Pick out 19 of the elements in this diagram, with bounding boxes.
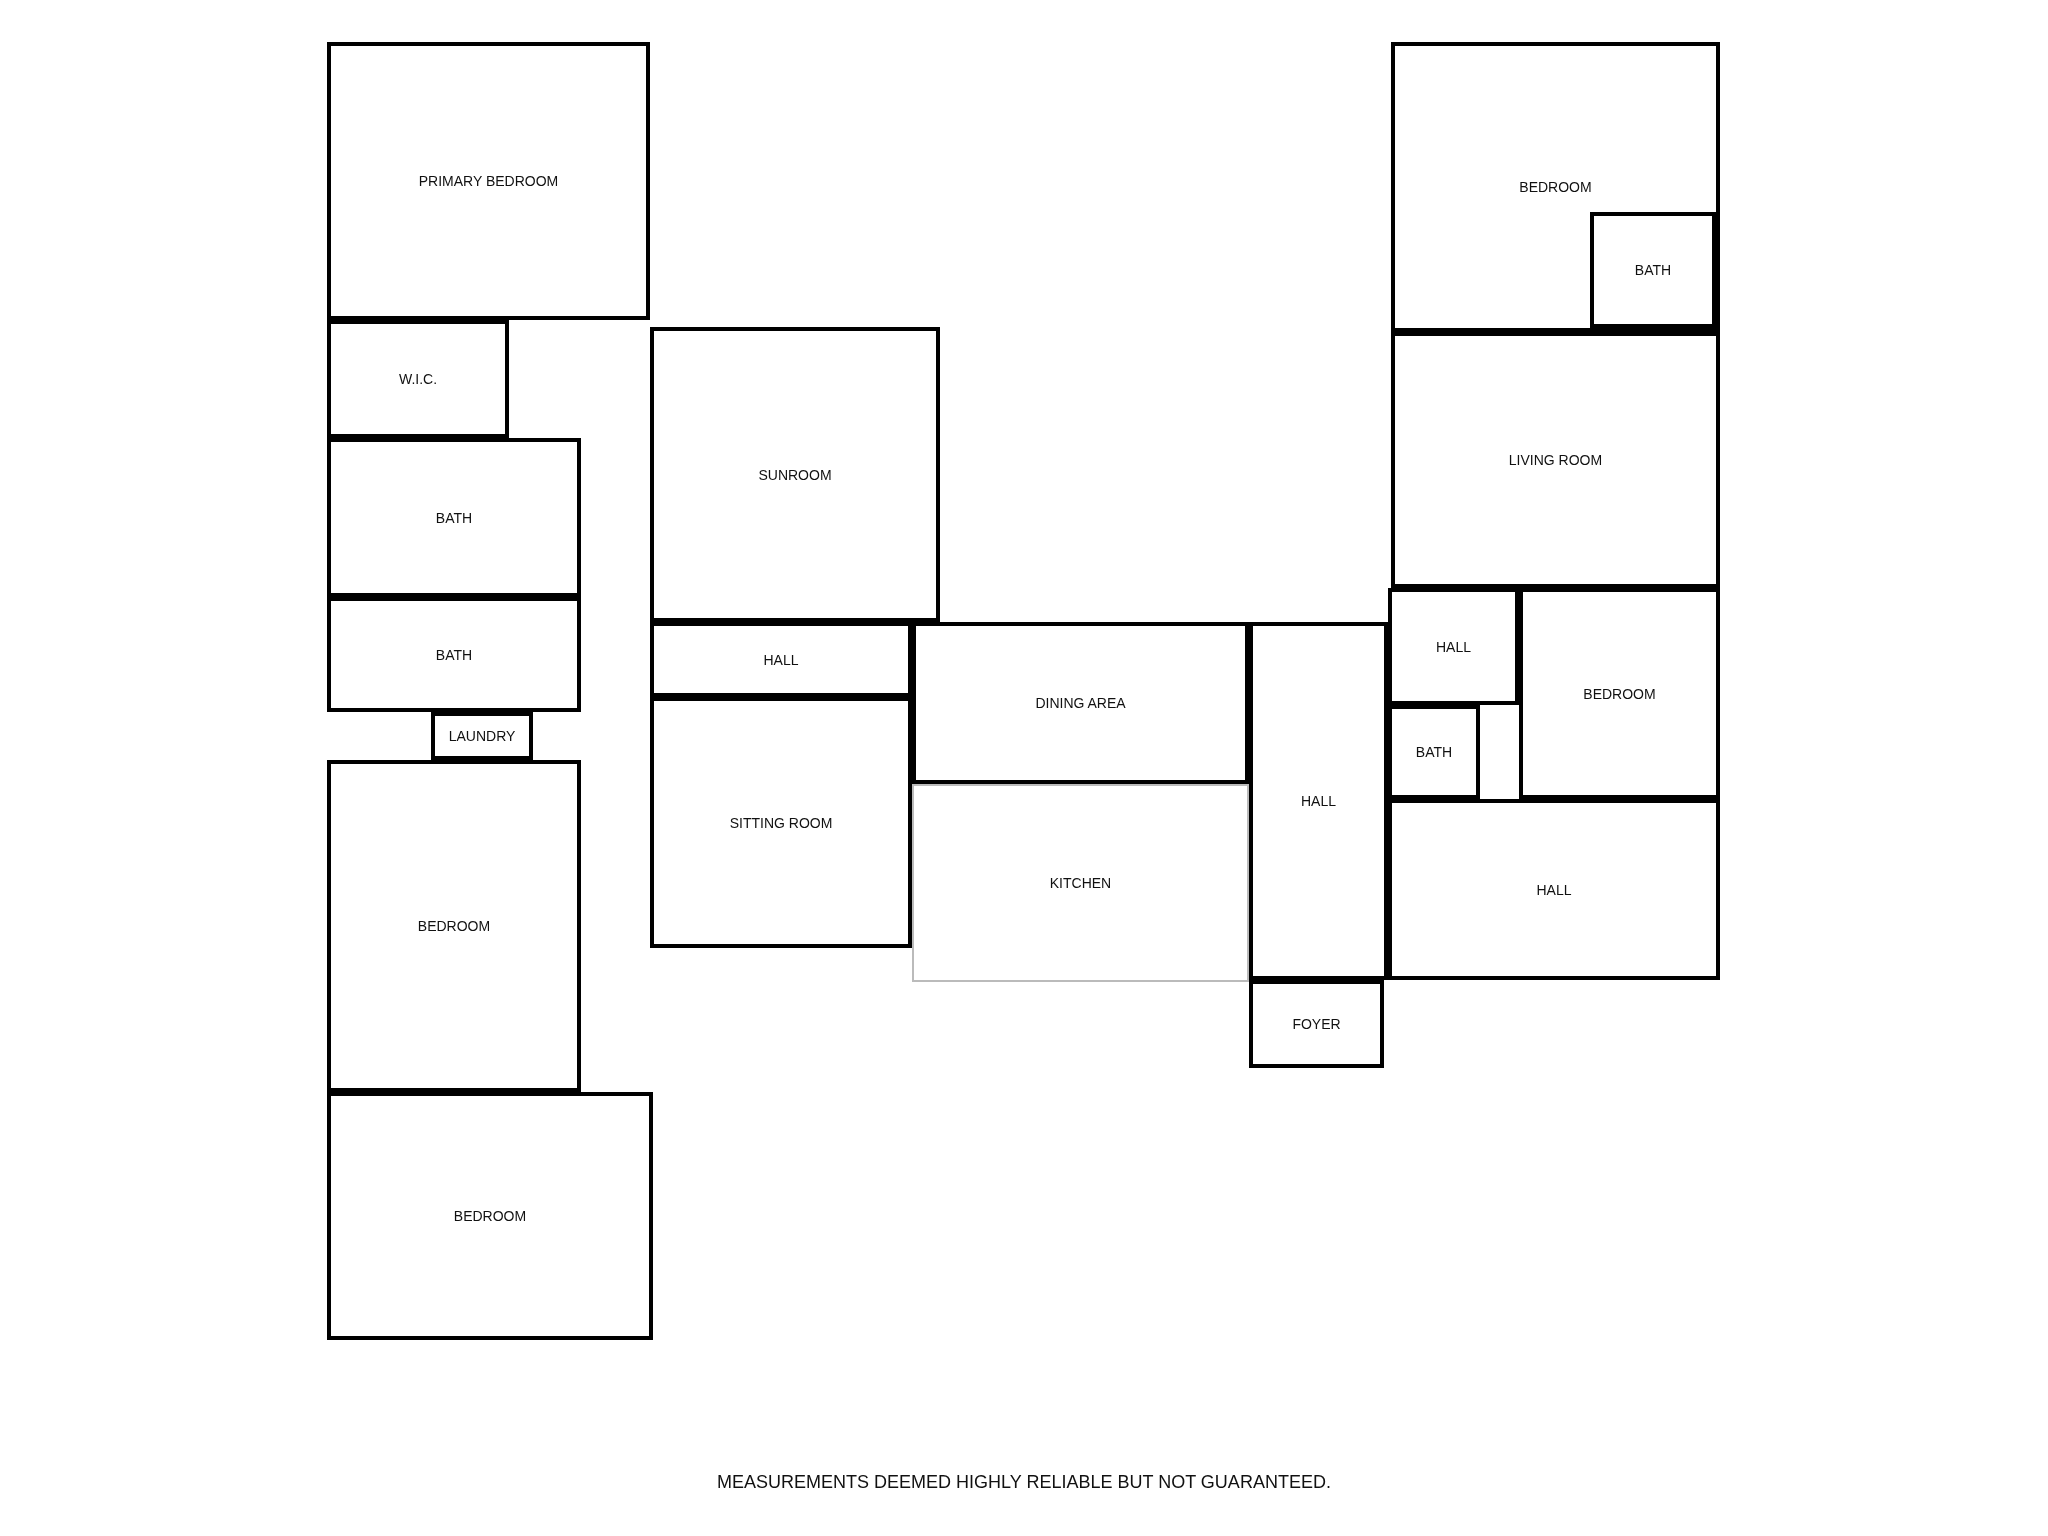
room-outline [327,760,581,1092]
room-label: FOYER [1290,1016,1343,1032]
room-outline [912,784,1249,982]
room-label: BEDROOM [1517,179,1594,195]
room-label: LAUNDRY [446,728,518,744]
room-outline [1249,980,1384,1068]
room-outline [650,697,912,948]
room-outline [327,1092,653,1340]
room-label: BEDROOM [451,1208,529,1224]
room-label: LIVING ROOM [1506,452,1605,468]
room-outline [650,327,940,622]
room-outline [327,597,581,712]
room-label: PRIMARY BEDROOM [416,173,561,189]
room-outline [327,42,650,320]
room-label: BEDROOM [415,918,493,934]
room-outline [1391,42,1720,332]
room-label: DINING AREA [1033,695,1128,711]
room-label: HALL [1299,793,1338,809]
caption-text: MEASUREMENTS DEEMED HIGHLY RELIABLE BUT NOT GUARANTEED. [717,1472,1331,1492]
